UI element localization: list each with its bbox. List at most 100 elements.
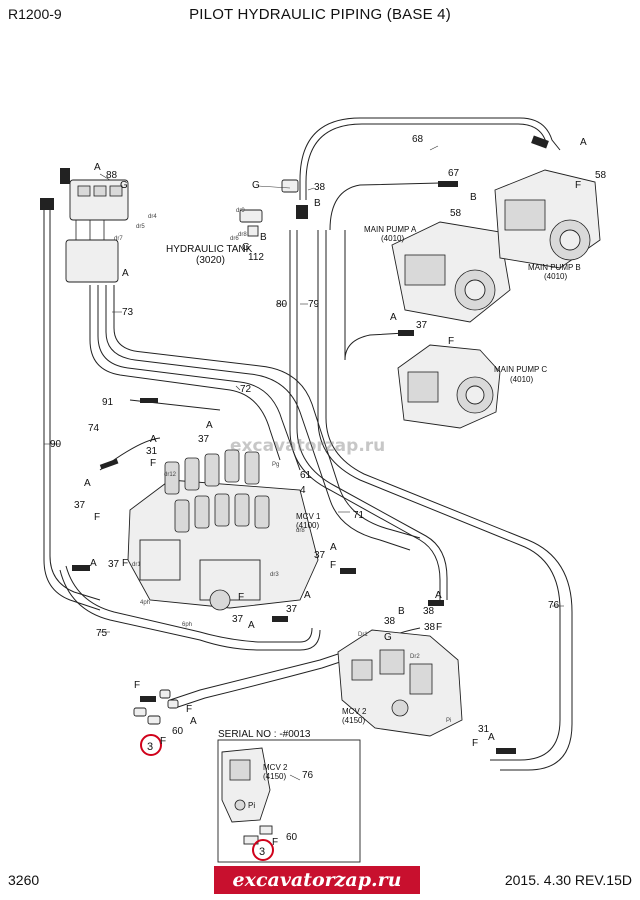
main-pump-a-label: MAIN PUMP A — [364, 225, 417, 234]
port-pi-mcv2: Pi — [446, 718, 451, 724]
revision-date: 2015. 4.30 REV.15D — [504, 872, 632, 888]
letter-a: A — [330, 542, 337, 553]
callout-88: 88 — [106, 170, 118, 181]
pipe-68b — [305, 123, 547, 200]
letter-f: F — [238, 592, 244, 603]
letter-a: A — [304, 590, 311, 601]
letter-a: A — [90, 558, 97, 569]
serial-inset — [217, 739, 361, 863]
letter-a: A — [580, 137, 587, 148]
mcv2-drawing — [337, 629, 463, 737]
main-pump-c-drawing — [397, 344, 501, 429]
callout-71: 71 — [353, 510, 365, 521]
inset-callout-60: 60 — [286, 832, 298, 843]
callout-60: 60 — [172, 726, 184, 737]
port-pg: Pg — [272, 462, 279, 468]
inset-serial-title: SERIAL NO : -#0013 — [218, 729, 311, 740]
inset-mcv-label: MCV 2 — [263, 763, 288, 772]
callout-74: 74 — [88, 423, 100, 434]
letter-f: F — [186, 704, 192, 715]
highlight-circle-3b — [252, 839, 274, 861]
port-dr9: dr9 — [236, 208, 245, 214]
letter-a: A — [206, 420, 213, 431]
main-pump-b-code: (4010) — [544, 272, 567, 281]
letter-g: G — [120, 180, 128, 191]
callout-37-left: 37 — [74, 500, 86, 511]
port-dr12: dr12 — [164, 472, 177, 478]
letter-b: B — [314, 198, 321, 209]
pipe-79 — [296, 230, 448, 600]
port-dr6: dr6 — [230, 236, 239, 242]
callout-79: 79 — [308, 299, 320, 310]
mcv1-code: (4100) — [296, 521, 319, 530]
hydraulic-tank-code: (3020) — [196, 255, 225, 266]
main-pump-ab-drawing — [391, 169, 601, 323]
mcv1-drawing — [127, 449, 319, 611]
letter-a: A — [488, 732, 495, 743]
pipe-90b — [49, 200, 101, 601]
pipe-75b — [65, 565, 313, 643]
pipe-pump-a — [329, 182, 441, 231]
callout-112: 112 — [248, 252, 264, 263]
tank-fittings — [239, 179, 299, 237]
pipe-71 — [105, 285, 411, 551]
callout-3: 3 — [147, 741, 153, 753]
letter-g: G — [384, 632, 392, 643]
pipe-71b — [113, 285, 421, 539]
callout-37-bottom: 37 — [232, 614, 244, 625]
port-dr4: dr4 — [148, 214, 157, 220]
inset-letter-f: F — [272, 837, 278, 848]
letter-f: F — [436, 622, 442, 633]
callout-58-top: 58 — [595, 170, 607, 181]
letter-f: F — [330, 560, 336, 571]
letter-f: F — [122, 558, 128, 569]
letter-a: A — [435, 590, 442, 601]
hydraulic-tank-label: HYDRAULIC TANK — [166, 244, 253, 255]
letter-f: F — [150, 458, 156, 469]
model-code: R1200-9 — [8, 6, 62, 22]
letter-f: F — [472, 738, 478, 749]
letter-g: G — [252, 180, 260, 191]
main-pump-b-label: MAIN PUMP B — [528, 263, 581, 272]
highlight-circle-3a — [140, 734, 162, 756]
port-6ph: 6ph — [182, 622, 192, 628]
letter-g: G — [242, 242, 250, 253]
callout-38-mcv2-c: 38 — [424, 622, 436, 633]
port-dr8: dr8 — [238, 232, 247, 238]
letter-f: F — [134, 680, 140, 691]
letter-f: F — [448, 336, 454, 347]
inset-callout-3: 3 — [259, 846, 265, 858]
callout-31-left: 31 — [146, 446, 158, 457]
callout-37-mcv1-left: 37 — [108, 559, 120, 570]
callout-38-top: 38 — [314, 182, 326, 193]
inset-mcv-code: (4150) — [263, 772, 286, 781]
port-4ph: 4ph — [140, 600, 150, 606]
lower-left-fittings — [133, 689, 179, 725]
letter-a: A — [84, 478, 91, 489]
letter-a: A — [150, 434, 157, 445]
callout-37-pump-c: 37 — [416, 320, 428, 331]
letter-f: F — [94, 512, 100, 523]
page-title: PILOT HYDRAULIC PIPING (BASE 4) — [189, 6, 451, 23]
inset-callout-76: 76 — [302, 770, 314, 781]
pipe-pump-b-line — [317, 230, 561, 761]
callout-37-mcv1-right: 37 — [314, 550, 326, 561]
callout-72: 72 — [240, 384, 252, 395]
letter-a: A — [190, 716, 197, 727]
mcv2-code: (4150) — [342, 716, 365, 725]
callout-75: 75 — [96, 628, 108, 639]
port-Dr2: Dr2 — [410, 654, 420, 660]
callout-58-mid: 58 — [450, 208, 462, 219]
letter-a: A — [390, 312, 397, 323]
callout-31-right: 31 — [478, 724, 490, 735]
pipe-90 — [43, 200, 101, 611]
brand-banner[interactable]: excavatorzap.ru — [214, 866, 420, 894]
letter-f: F — [575, 180, 581, 191]
watermark-text: excavatorzap.ru — [230, 436, 386, 456]
pipe-pump-c — [344, 230, 406, 361]
leader-lines — [44, 145, 564, 781]
callout-38-mcv2-a: 38 — [384, 616, 396, 627]
port-dr8-mcv1: dr8 — [296, 528, 305, 534]
port-dr5: dr5 — [136, 224, 145, 230]
